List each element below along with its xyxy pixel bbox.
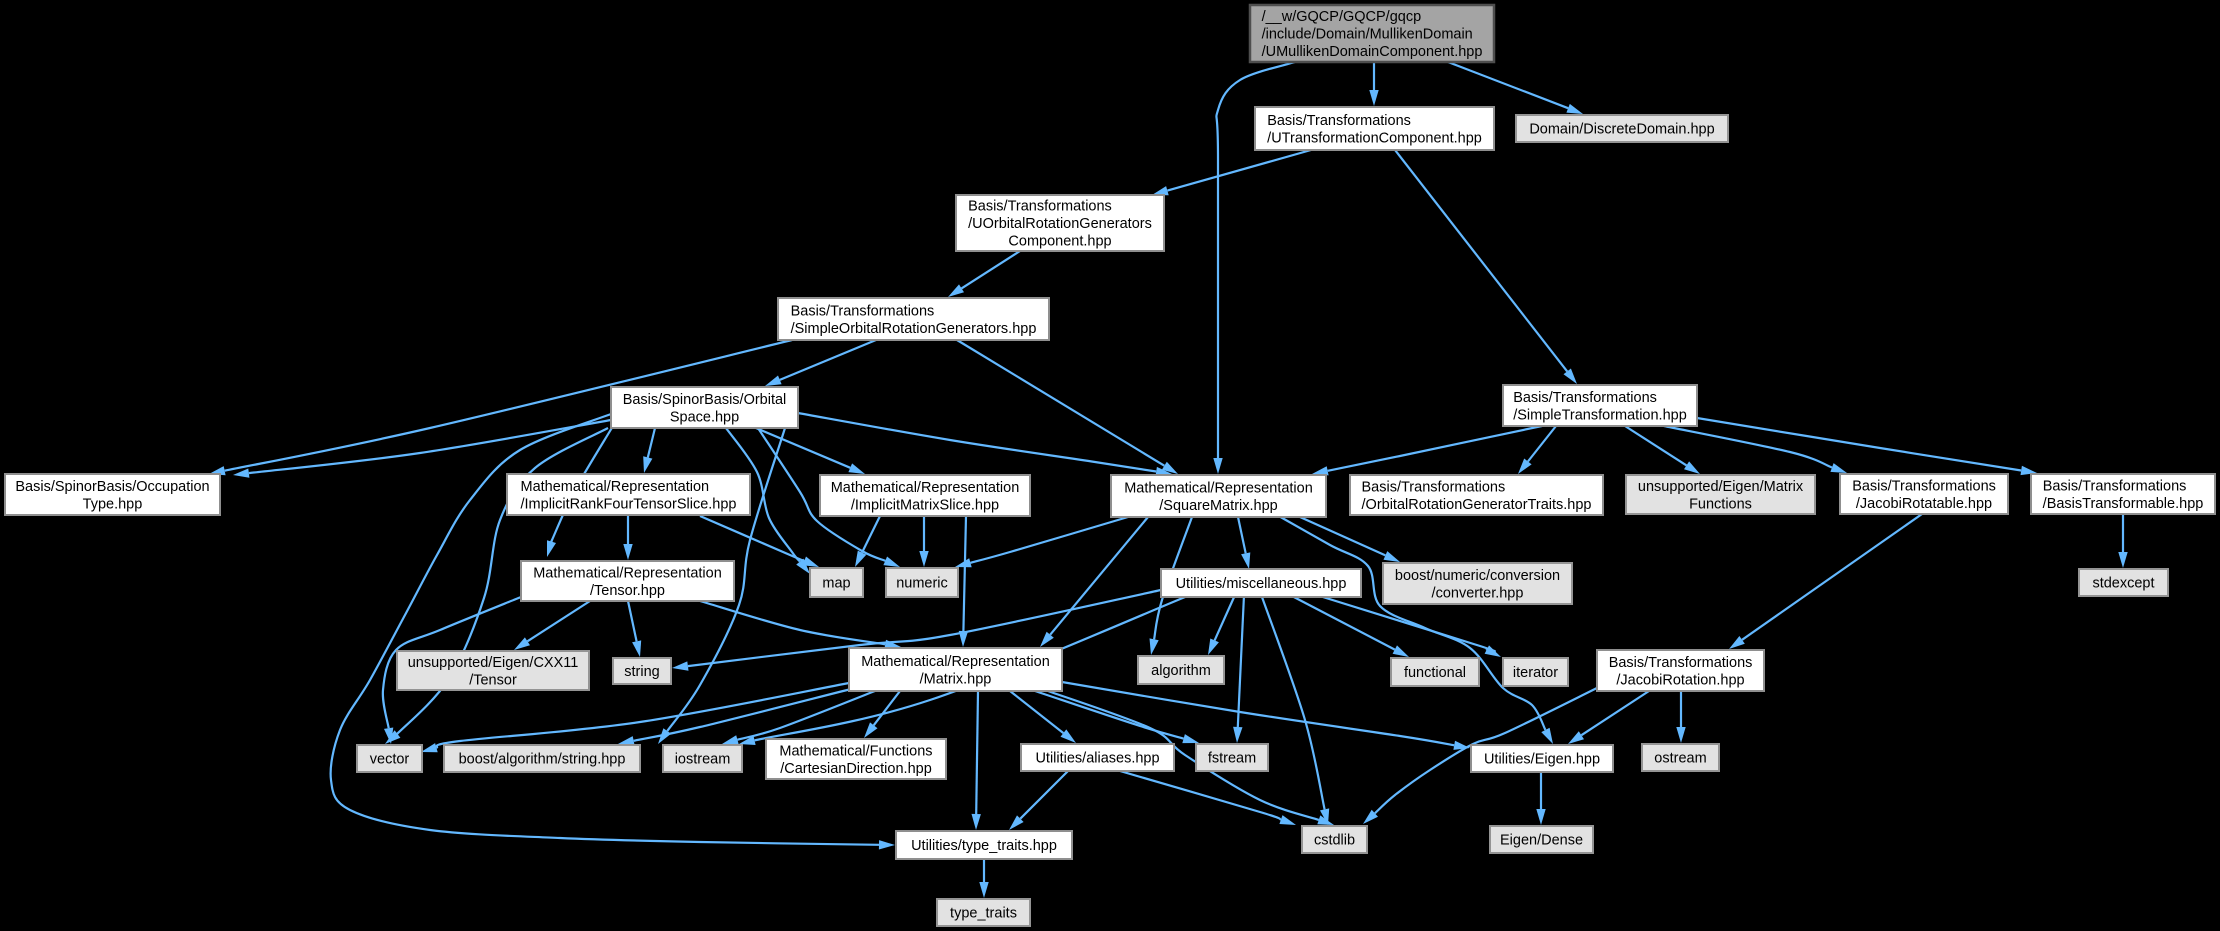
svg-text:Basis/Transformations: Basis/Transformations xyxy=(1267,113,1411,129)
svg-text:/CartesianDirection.hpp: /CartesianDirection.hpp xyxy=(780,761,932,777)
svg-text:cstdlib: cstdlib xyxy=(1314,833,1355,849)
svg-text:Basis/Transformations: Basis/Transformations xyxy=(1609,655,1753,671)
svg-text:/converter.hpp: /converter.hpp xyxy=(1432,586,1524,602)
svg-text:/JacobiRotation.hpp: /JacobiRotation.hpp xyxy=(1616,673,1744,689)
svg-text:/JacobiRotatable.hpp: /JacobiRotatable.hpp xyxy=(1856,496,1992,512)
svg-text:Basis/Transformations: Basis/Transformations xyxy=(791,303,935,319)
svg-text:Component.hpp: Component.hpp xyxy=(1008,234,1111,250)
svg-text:/Tensor.hpp: /Tensor.hpp xyxy=(590,583,665,599)
svg-text:Basis/Transformations: Basis/Transformations xyxy=(2043,478,2187,494)
svg-text:Basis/Transformations: Basis/Transformations xyxy=(1852,478,1996,494)
svg-text:unsupported/Eigen/Matrix: unsupported/Eigen/Matrix xyxy=(1638,479,1804,495)
svg-text:Mathematical/Representation: Mathematical/Representation xyxy=(861,654,1050,670)
svg-text:ostream: ostream xyxy=(1654,751,1706,767)
svg-text:Basis/SpinorBasis/Orbital: Basis/SpinorBasis/Orbital xyxy=(623,392,787,408)
svg-text:Utilities/miscellaneous.hpp: Utilities/miscellaneous.hpp xyxy=(1176,576,1347,592)
svg-text:fstream: fstream xyxy=(1208,751,1256,767)
svg-text:Domain/DiscreteDomain.hpp: Domain/DiscreteDomain.hpp xyxy=(1529,122,1714,138)
svg-text:Functions: Functions xyxy=(1689,496,1752,512)
svg-text:functional: functional xyxy=(1404,665,1466,681)
svg-text:Basis/SpinorBasis/Occupation: Basis/SpinorBasis/Occupation xyxy=(15,479,209,495)
svg-text:numeric: numeric xyxy=(896,576,948,592)
svg-text:type_traits: type_traits xyxy=(950,906,1017,922)
svg-text:Basis/Transformations: Basis/Transformations xyxy=(1513,390,1657,406)
svg-text:Utilities/type_traits.hpp: Utilities/type_traits.hpp xyxy=(911,838,1057,854)
svg-text:Utilities/aliases.hpp: Utilities/aliases.hpp xyxy=(1035,751,1159,767)
svg-text:Basis/Transformations: Basis/Transformations xyxy=(968,199,1112,215)
svg-text:iostream: iostream xyxy=(675,752,731,768)
svg-text:/UMullikenDomainComponent.hpp: /UMullikenDomainComponent.hpp xyxy=(1262,44,1483,60)
svg-text:map: map xyxy=(822,576,850,592)
svg-text:/Tensor: /Tensor xyxy=(469,673,517,689)
svg-text:Space.hpp: Space.hpp xyxy=(670,409,739,425)
svg-text:Mathematical/Representation: Mathematical/Representation xyxy=(521,479,710,495)
svg-text:algorithm: algorithm xyxy=(1151,663,1211,679)
svg-text:Basis/Transformations: Basis/Transformations xyxy=(1362,479,1506,495)
svg-text:boost/numeric/conversion: boost/numeric/conversion xyxy=(1395,568,1560,584)
svg-text:stdexcept: stdexcept xyxy=(2092,576,2154,592)
svg-text:/UTransformationComponent.hpp: /UTransformationComponent.hpp xyxy=(1267,130,1482,146)
svg-text:string: string xyxy=(624,664,659,680)
svg-text:Mathematical/Representation: Mathematical/Representation xyxy=(1124,480,1313,496)
svg-text:/__w/GQCP/GQCP/gqcp: /__w/GQCP/GQCP/gqcp xyxy=(1262,9,1422,25)
svg-text:Mathematical/Representation: Mathematical/Representation xyxy=(831,480,1020,496)
svg-text:/Matrix.hpp: /Matrix.hpp xyxy=(920,672,992,688)
svg-text:Utilities/Eigen.hpp: Utilities/Eigen.hpp xyxy=(1484,752,1600,768)
svg-text:/SimpleTransformation.hpp: /SimpleTransformation.hpp xyxy=(1513,407,1687,423)
svg-text:Eigen/Dense: Eigen/Dense xyxy=(1500,833,1583,849)
svg-text:/ImplicitRankFourTensorSlice.h: /ImplicitRankFourTensorSlice.hpp xyxy=(521,496,737,512)
svg-text:/SquareMatrix.hpp: /SquareMatrix.hpp xyxy=(1159,498,1277,514)
svg-text:/ImplicitMatrixSlice.hpp: /ImplicitMatrixSlice.hpp xyxy=(851,497,999,513)
svg-text:/UOrbitalRotationGenerators: /UOrbitalRotationGenerators xyxy=(968,216,1152,232)
svg-text:/OrbitalRotationGeneratorTrait: /OrbitalRotationGeneratorTraits.hpp xyxy=(1362,497,1592,513)
svg-text:unsupported/Eigen/CXX11: unsupported/Eigen/CXX11 xyxy=(408,655,579,671)
svg-text:Type.hpp: Type.hpp xyxy=(83,496,143,512)
svg-text:vector: vector xyxy=(370,752,410,768)
svg-text:Mathematical/Functions: Mathematical/Functions xyxy=(779,744,932,760)
svg-text:iterator: iterator xyxy=(1513,665,1558,681)
svg-text:/include/Domain/MullikenDomain: /include/Domain/MullikenDomain xyxy=(1262,27,1473,43)
svg-text:/SimpleOrbitalRotationGenerato: /SimpleOrbitalRotationGenerators.hpp xyxy=(791,321,1037,337)
svg-text:boost/algorithm/string.hpp: boost/algorithm/string.hpp xyxy=(459,752,626,768)
svg-text:Mathematical/Representation: Mathematical/Representation xyxy=(533,566,722,582)
svg-text:/BasisTransformable.hpp: /BasisTransformable.hpp xyxy=(2043,496,2204,512)
